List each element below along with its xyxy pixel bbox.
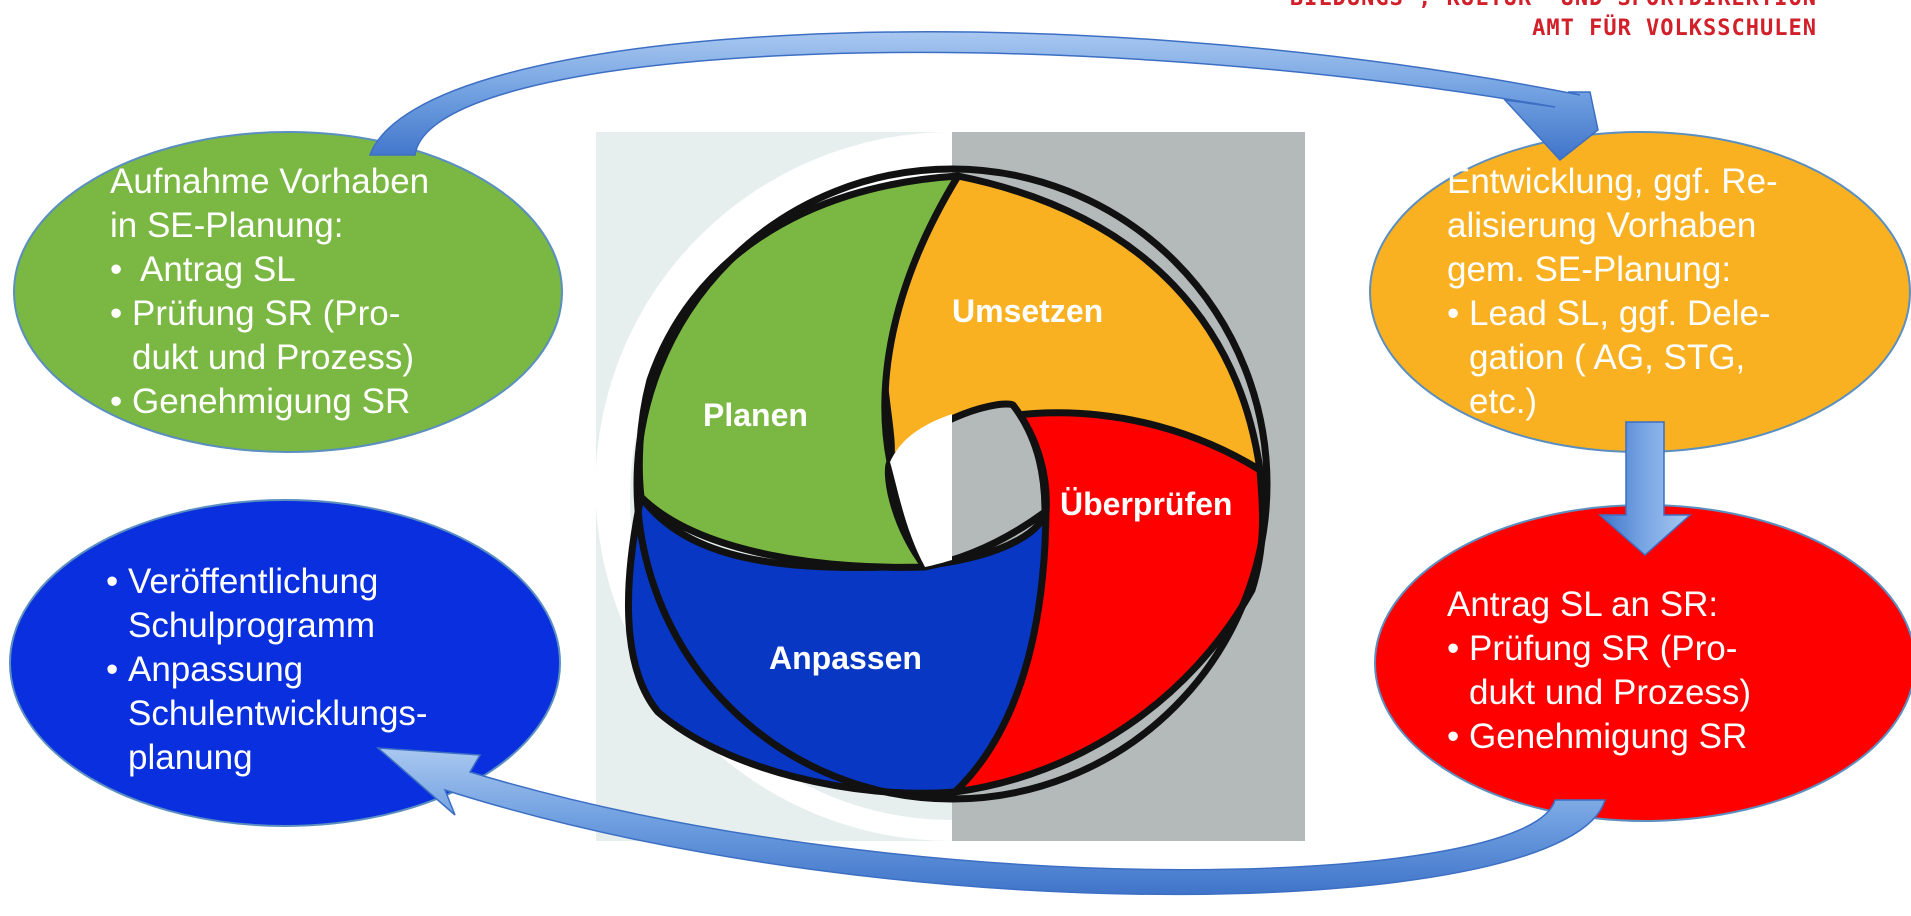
header-line2: AMT FÜR VOLKSSCHULEN [1532,16,1817,41]
box-planen-bullet: Prüfung SR (Pro- [110,292,429,336]
box-umsetzen-bullet: Lead SL, ggf. Dele- [1447,292,1778,336]
box-anpassen-bullet-cont: planung [128,738,253,777]
box-planen-title-2: in SE-Planung: [110,206,344,245]
box-planen-bullet-cont: dukt und Prozess) [132,338,415,377]
box-anpassen-bullet: Anpassung [106,648,428,692]
segment-label-planen: Planen [703,397,808,433]
box-anpassen-bullet-cont: Schulentwicklungs- [128,694,428,733]
box-planen-bullet: Genehmigung SR [110,380,429,424]
arrow-bottom [375,747,1607,896]
box-umsetzen-title-2: alisierung Vorhaben [1447,206,1757,245]
center-hole-left [890,414,952,567]
box-umsetzen-bullets: Lead SL, ggf. Dele- gation ( AG, STG, et… [1447,292,1778,424]
box-ueberpruefen-bullets: Prüfung SR (Pro- dukt und Prozess) Geneh… [1447,627,1751,759]
box-ueberpruefen: Antrag SL an SR: Prüfung SR (Pro- dukt u… [1447,583,1751,759]
wheel-outline [633,165,1271,803]
box-ueberpruefen-bullet: Prüfung SR (Pro- [1447,627,1751,671]
header: BILDUNGS-, KULTUR- UND SPORTDIREKTION AM… [1290,0,1817,44]
box-anpassen-bullet-cont: Schulprogramm [128,606,376,645]
box-umsetzen-bullet-cont: etc.) [1469,382,1538,421]
arrow-down-right [1598,421,1692,557]
box-planen-bullets: Antrag SL Prüfung SR (Pro- dukt und Proz… [110,248,429,424]
box-ueberpruefen-title: Antrag SL an SR: [1447,585,1719,624]
box-ueberpruefen-bullet: Genehmigung SR [1447,715,1751,759]
box-anpassen: Veröffentlichung Schulprogramm Anpassung… [106,560,428,780]
box-planen: Aufnahme Vorhaben in SE-Planung: Antrag … [110,160,429,424]
box-planen-title-1: Aufnahme Vorhaben [110,162,430,201]
arrow-top [368,31,1599,162]
box-umsetzen-title-3: gem. SE-Planung: [1447,250,1732,289]
cycle-wheel [625,165,1271,803]
box-umsetzen-title-1: Entwicklung, ggf. Re- [1447,162,1778,201]
segment-label-umsetzen: Umsetzen [952,293,1103,329]
box-anpassen-bullets: Veröffentlichung Schulprogramm Anpassung… [106,560,428,780]
header-line1: BILDUNGS-, KULTUR- UND SPORTDIREKTION [1290,0,1817,14]
box-anpassen-bullet: Veröffentlichung [106,560,428,604]
box-umsetzen: Entwicklung, ggf. Re- alisierung Vorhabe… [1447,160,1778,424]
box-umsetzen-bullet-cont: gation ( AG, STG, [1469,338,1746,377]
box-ueberpruefen-bullet-cont: dukt und Prozess) [1469,673,1752,712]
box-planen-bullet: Antrag SL [110,248,429,292]
segment-label-ueberpruefen: Überprüfen [1060,486,1232,522]
segment-label-anpassen: Anpassen [769,640,922,676]
